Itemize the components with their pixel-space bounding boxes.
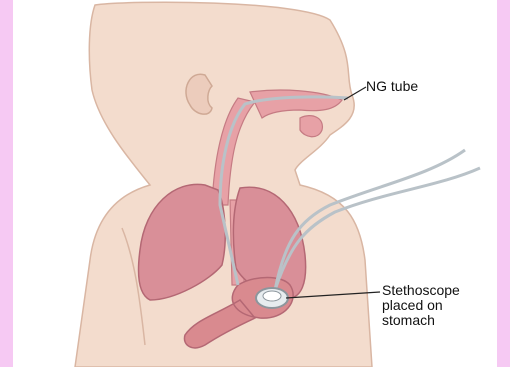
stethoscope-label: Stethoscope placed on stomach (382, 283, 460, 328)
stethoscope-label-line-2: placed on (382, 298, 460, 313)
ng-tube-label: NG tube (366, 79, 418, 94)
stethoscope-label-line-1: Stethoscope (382, 283, 460, 298)
stethoscope-label-line-3: stomach (382, 313, 460, 328)
